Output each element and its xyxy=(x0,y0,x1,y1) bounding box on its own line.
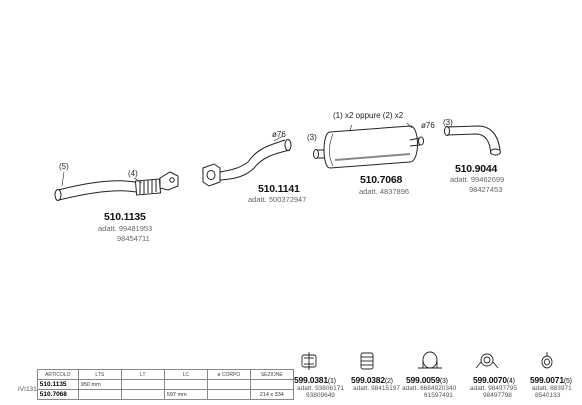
silencer-drawing xyxy=(313,122,424,169)
tail-pipe-adapt: adatt. 99462699 xyxy=(450,175,505,184)
table-cell-sezione xyxy=(249,379,294,390)
accessory-ref: adatt. 6684920340 xyxy=(402,385,457,392)
header-lc: LC xyxy=(163,369,208,380)
tail-pipe-adapt-2: 98427453 xyxy=(469,185,503,194)
tail-pipe-drawing xyxy=(444,125,501,156)
header-lts: LTS xyxy=(77,369,122,380)
accessory-ref-2: 61597491 xyxy=(424,392,453,399)
hanger-icon-4 xyxy=(475,353,499,369)
accessory-ref: adatt. 98415197 xyxy=(353,385,400,392)
table-cell-lts xyxy=(77,389,122,400)
tail-pipe-code: 510.9044 xyxy=(455,163,498,175)
table-cell-sezione: 214 x 334 xyxy=(249,389,294,400)
header-articolo: ARTICOLO xyxy=(36,369,79,380)
front-pipe-adapt-2: 98454711 xyxy=(117,234,150,243)
table-cell-lts: 950 mm xyxy=(77,379,122,390)
table-cell-corpo xyxy=(206,379,251,390)
middle-pipe-drawing xyxy=(202,135,292,187)
table-cell-corpo xyxy=(206,389,251,400)
table-row: 510.7068 597 mm 214 x 334 xyxy=(18,389,294,400)
front-pipe-drawing xyxy=(54,171,179,201)
table-cell-articolo: 510.1135 xyxy=(36,379,79,390)
accessory-ref: adatt. 93806171 xyxy=(297,385,344,392)
clamp-icon-2 xyxy=(360,352,374,370)
middle-pipe-diameter: ø76 xyxy=(272,130,286,139)
silencer-note: (1) x2 oppure (2) x2 xyxy=(333,111,404,120)
table-cell-lc: 597 mm xyxy=(163,389,208,400)
silencer-diameter: ø76 xyxy=(421,121,435,130)
header-corpo: ø CORPO xyxy=(206,369,251,380)
silencer-code: 510.7068 xyxy=(360,174,403,186)
front-pipe-adapt: adatt. 99481953 xyxy=(98,224,153,233)
middle-pipe-code: 510.1141 xyxy=(258,183,300,195)
accessory-ref-2: 8540133 xyxy=(535,392,561,399)
accessory-code: 599.0381(1) xyxy=(294,375,336,385)
accessory-ref-2: 93809649 xyxy=(306,392,335,399)
silencer-adapt: adatt. 4837896 xyxy=(359,187,410,196)
front-pipe-position-label-2: (4) xyxy=(128,169,138,178)
silencer-position-label: (3) xyxy=(307,133,317,142)
table-cell-lt xyxy=(120,379,165,390)
accessory-code: 599.0070(4) xyxy=(473,375,515,385)
spec-table: ARTICOLO LTS LT LC ø CORPO SEZIONE IVI13… xyxy=(18,369,294,400)
clamp-icon-1 xyxy=(301,352,317,370)
table-cell-lt xyxy=(120,389,165,400)
table-cell-lc xyxy=(163,379,208,390)
spec-table-header-row: ARTICOLO LTS LT LC ø CORPO SEZIONE xyxy=(18,369,294,380)
accessory-code: 599.0059(3) xyxy=(406,375,448,385)
accessory-ref-2: 98497798 xyxy=(483,392,512,399)
front-pipe-code: 510.1135 xyxy=(104,211,146,223)
middle-pipe-adapt: adatt. 500372947 xyxy=(248,195,307,204)
accessory-ref: adatt. 98497795 xyxy=(470,385,517,392)
table-cell-articolo: 510.7068 xyxy=(36,389,79,400)
accessory-ref: adatt. 883971 xyxy=(532,385,572,392)
table-row: IVI131 510.1135 950 mm xyxy=(18,379,294,393)
front-pipe-position-label: (5) xyxy=(59,162,69,171)
spec-side-label: IVI131 xyxy=(18,386,37,393)
header-sezione: SEZIONE xyxy=(249,369,294,380)
gasket-icon-5 xyxy=(541,352,553,369)
spec-corner-cell xyxy=(18,370,37,380)
tail-pipe-position-label: (3) xyxy=(443,118,453,127)
accessory-code: 599.0382(2) xyxy=(351,375,393,385)
header-lt: LT xyxy=(120,369,165,380)
bracket-icon-3 xyxy=(418,351,442,369)
accessory-code: 599.0071(5) xyxy=(530,375,572,385)
